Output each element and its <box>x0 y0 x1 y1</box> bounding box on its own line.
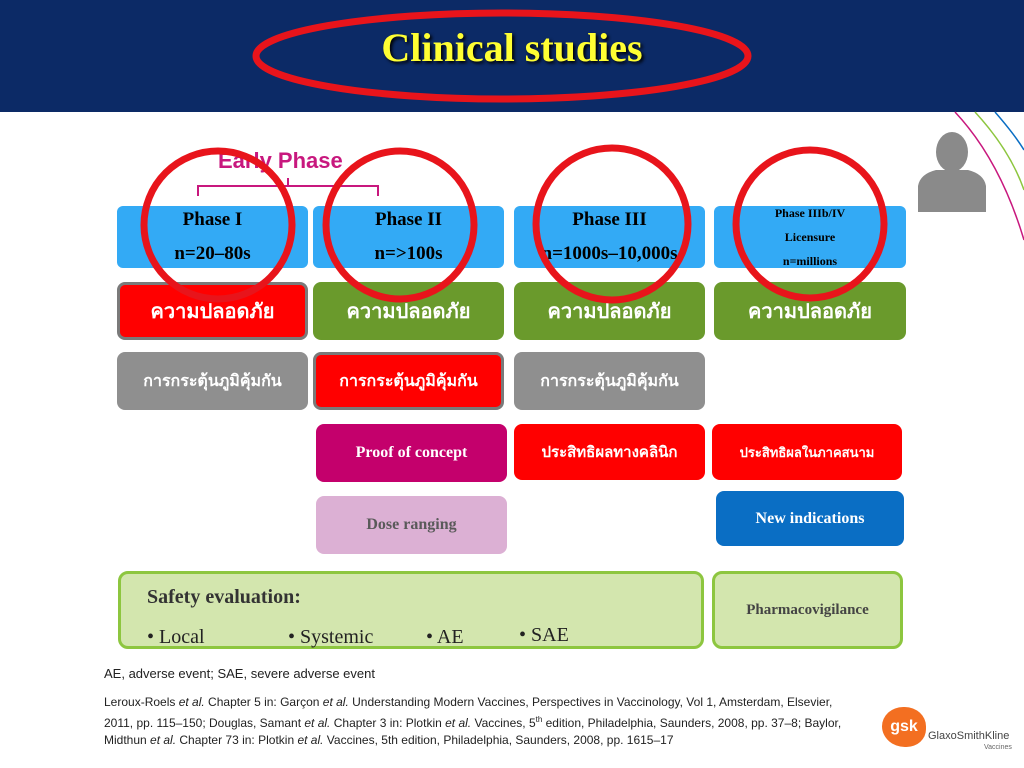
header-bar <box>0 0 1024 112</box>
phase-4-n: n=millions <box>782 254 838 268</box>
immunogenicity-phase-2: การกระตุ้นภูมิคุ้มกัน <box>313 352 504 410</box>
phase-3-n: n=1000s–10,000s <box>541 243 678 264</box>
dose-ranging-label: Dose ranging <box>366 516 457 533</box>
safety-phase-1: ความปลอดภัย <box>117 282 308 340</box>
abbreviation-footnote: AE, adverse event; SAE, severe adverse e… <box>104 666 375 681</box>
dose-ranging-box: Dose ranging <box>316 496 507 554</box>
new-indications-label: New indications <box>755 509 865 527</box>
company-name: GlaxoSmithKline <box>928 730 1010 742</box>
safety-evaluation-panel <box>118 571 704 649</box>
safety-phase-3: ความปลอดภัย <box>514 282 705 340</box>
phase-3-name: Phase III <box>572 209 647 230</box>
phase-1-annotation-circle <box>140 147 296 303</box>
safety-phase-1-label: ความปลอดภัย <box>150 299 275 323</box>
immunogenicity-phase-3: การกระตุ้นภูมิคุ้มกัน <box>514 352 705 410</box>
phase-1-n: n=20–80s <box>174 243 251 264</box>
phase-4-name: Phase IIIb/IV <box>774 206 846 220</box>
bullet-systemic: • Systemic <box>288 626 374 648</box>
pharmacovigilance-box: Pharmacovigilance <box>712 571 903 649</box>
phase-4-annotation-circle <box>732 146 888 302</box>
pharmacovigilance-label: Pharmacovigilance <box>746 601 869 618</box>
title-annotation-ellipse <box>252 9 752 103</box>
proof-of-concept-label: Proof of concept <box>355 444 468 461</box>
immunogenicity-phase-1: การกระตุ้นภูมิคุ้มกัน <box>117 352 308 410</box>
page-title: Clinical studies <box>381 25 643 70</box>
gsk-logo: gsk <box>882 707 926 747</box>
bullet-local: • Local <box>147 626 205 648</box>
safety-phase-4-label: ความปลอดภัย <box>748 299 872 323</box>
phase-3-annotation-circle <box>532 144 692 304</box>
bullet-sae-label: SAE <box>531 624 569 646</box>
bullet-ae-label: AE <box>436 626 464 648</box>
bullet-local-label: Local <box>159 626 205 648</box>
clinical-efficacy-label: ประสิทธิผลทางคลินิก <box>541 443 678 461</box>
safety-phase-4: ความปลอดภัย <box>714 282 906 340</box>
references: Leroux-Roels et al. Chapter 5 in: Garçon… <box>104 695 842 747</box>
field-effectiveness-box: ประสิทธิผลในภาคสนาม <box>712 424 902 480</box>
bullet-sae: • SAE <box>519 624 569 646</box>
field-effectiveness-label: ประสิทธิผลในภาคสนาม <box>739 445 875 461</box>
phase-1-box: Phase I n=20–80s <box>117 206 308 268</box>
safety-phase-2: ความปลอดภัย <box>313 282 504 340</box>
bullet-systemic-label: Systemic <box>300 626 374 648</box>
phase-4-sub: Licensure <box>784 230 836 244</box>
safety-phase-2-label: ความปลอดภัย <box>346 299 471 323</box>
new-indications-box: New indications <box>716 491 904 546</box>
clinical-efficacy-box: ประสิทธิผลทางคลินิก <box>514 424 705 480</box>
immunogenicity-phase-3-label: การกระตุ้นภูมิคุ้มกัน <box>540 370 679 390</box>
phase-1-name: Phase I <box>182 209 243 230</box>
phase-2-name: Phase II <box>374 209 443 230</box>
phase-2-annotation-circle <box>322 147 478 303</box>
phase-2-n: n=>100s <box>374 243 443 264</box>
company-division: Vaccines <box>984 744 1012 751</box>
gsk-logo-mark: gsk <box>890 718 918 735</box>
immunogenicity-phase-1-label: การกระตุ้นภูมิคุ้มกัน <box>143 370 282 390</box>
safety-evaluation-title: Safety evaluation: <box>147 586 301 608</box>
immunogenicity-phase-2-label: การกระตุ้นภูมิคุ้มกัน <box>339 370 478 390</box>
proof-of-concept-box: Proof of concept <box>316 424 507 482</box>
bullet-ae: • AE <box>426 626 464 648</box>
